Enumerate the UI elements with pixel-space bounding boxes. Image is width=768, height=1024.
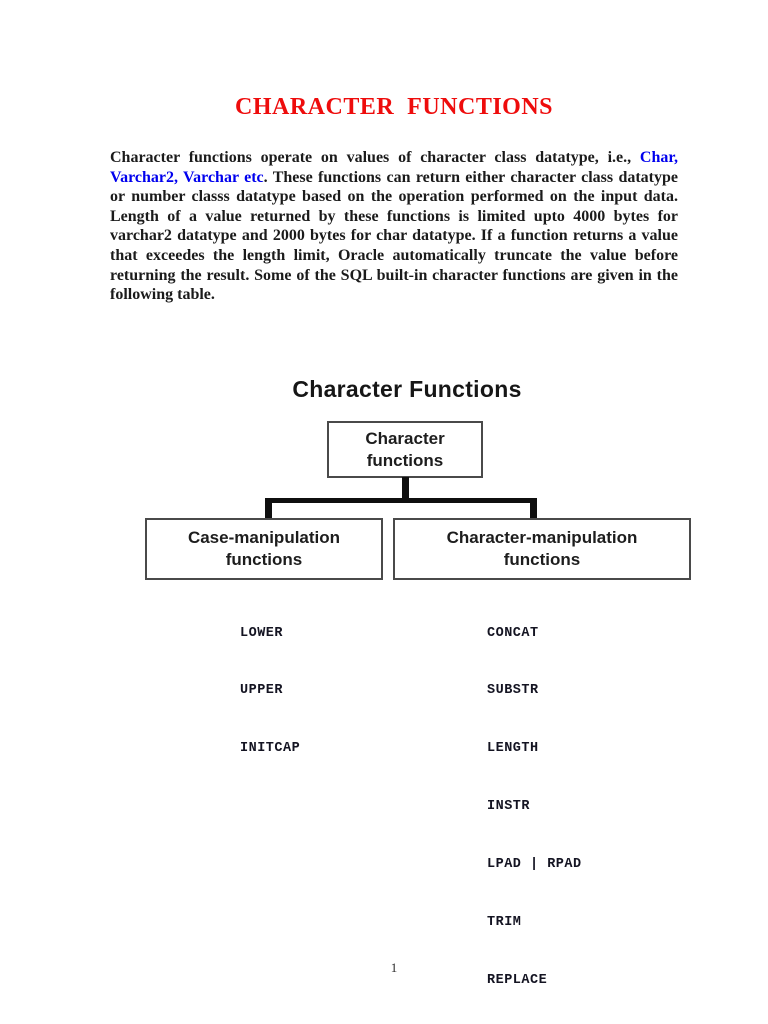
list-item: TRIM bbox=[487, 915, 522, 931]
intro-paragraph: Character functions operate on values of… bbox=[110, 148, 678, 305]
paragraph-text-start: Character functions operate on values of… bbox=[110, 149, 640, 166]
root-box-label-line1: Character bbox=[365, 428, 445, 448]
character-manipulation-function-list: CONCAT SUBSTR LENGTH INSTR LPAD | RPAD T… bbox=[487, 585, 582, 1024]
list-item: LPAD | RPAD bbox=[487, 857, 582, 873]
list-item: SUBSTR bbox=[487, 683, 539, 699]
connector-stem bbox=[402, 477, 409, 500]
paragraph-highlight-text: Char, Varchar2, Varchar etc bbox=[110, 149, 678, 186]
list-item: CONCAT bbox=[487, 625, 539, 641]
paragraph-text-end: . These functions can return either char… bbox=[110, 168, 679, 304]
connector-drop-right bbox=[530, 498, 537, 520]
root-box-label-line2: functions bbox=[366, 450, 444, 470]
connector-drop-left bbox=[265, 498, 272, 520]
list-item: INITCAP bbox=[240, 741, 301, 757]
document-title: CHARACTER FUNCTIONS bbox=[234, 94, 554, 120]
branch-box-character-manipulation: Character-manipulation functions bbox=[393, 518, 691, 580]
branch-box-label-line2: functions bbox=[225, 550, 303, 569]
list-item: LOWER bbox=[240, 625, 284, 641]
list-item: INSTR bbox=[487, 799, 531, 815]
list-item: LENGTH bbox=[487, 741, 539, 757]
branch-box-label-line1: Character-manipulation bbox=[446, 528, 638, 547]
branch-box-case-manipulation: Case-manipulation functions bbox=[145, 518, 383, 580]
page-number: 1 bbox=[390, 960, 398, 975]
branch-box-label-line1: Case-manipulation bbox=[187, 528, 341, 547]
diagram-heading: Character Functions bbox=[292, 376, 522, 402]
list-item: REPLACE bbox=[487, 972, 548, 988]
list-item: UPPER bbox=[240, 683, 284, 699]
connector-horizontal bbox=[265, 498, 537, 503]
root-box-character-functions: Character functions bbox=[327, 421, 483, 478]
case-manipulation-function-list: LOWER UPPER INITCAP bbox=[240, 585, 300, 797]
branch-box-label-line2: functions bbox=[503, 550, 581, 569]
